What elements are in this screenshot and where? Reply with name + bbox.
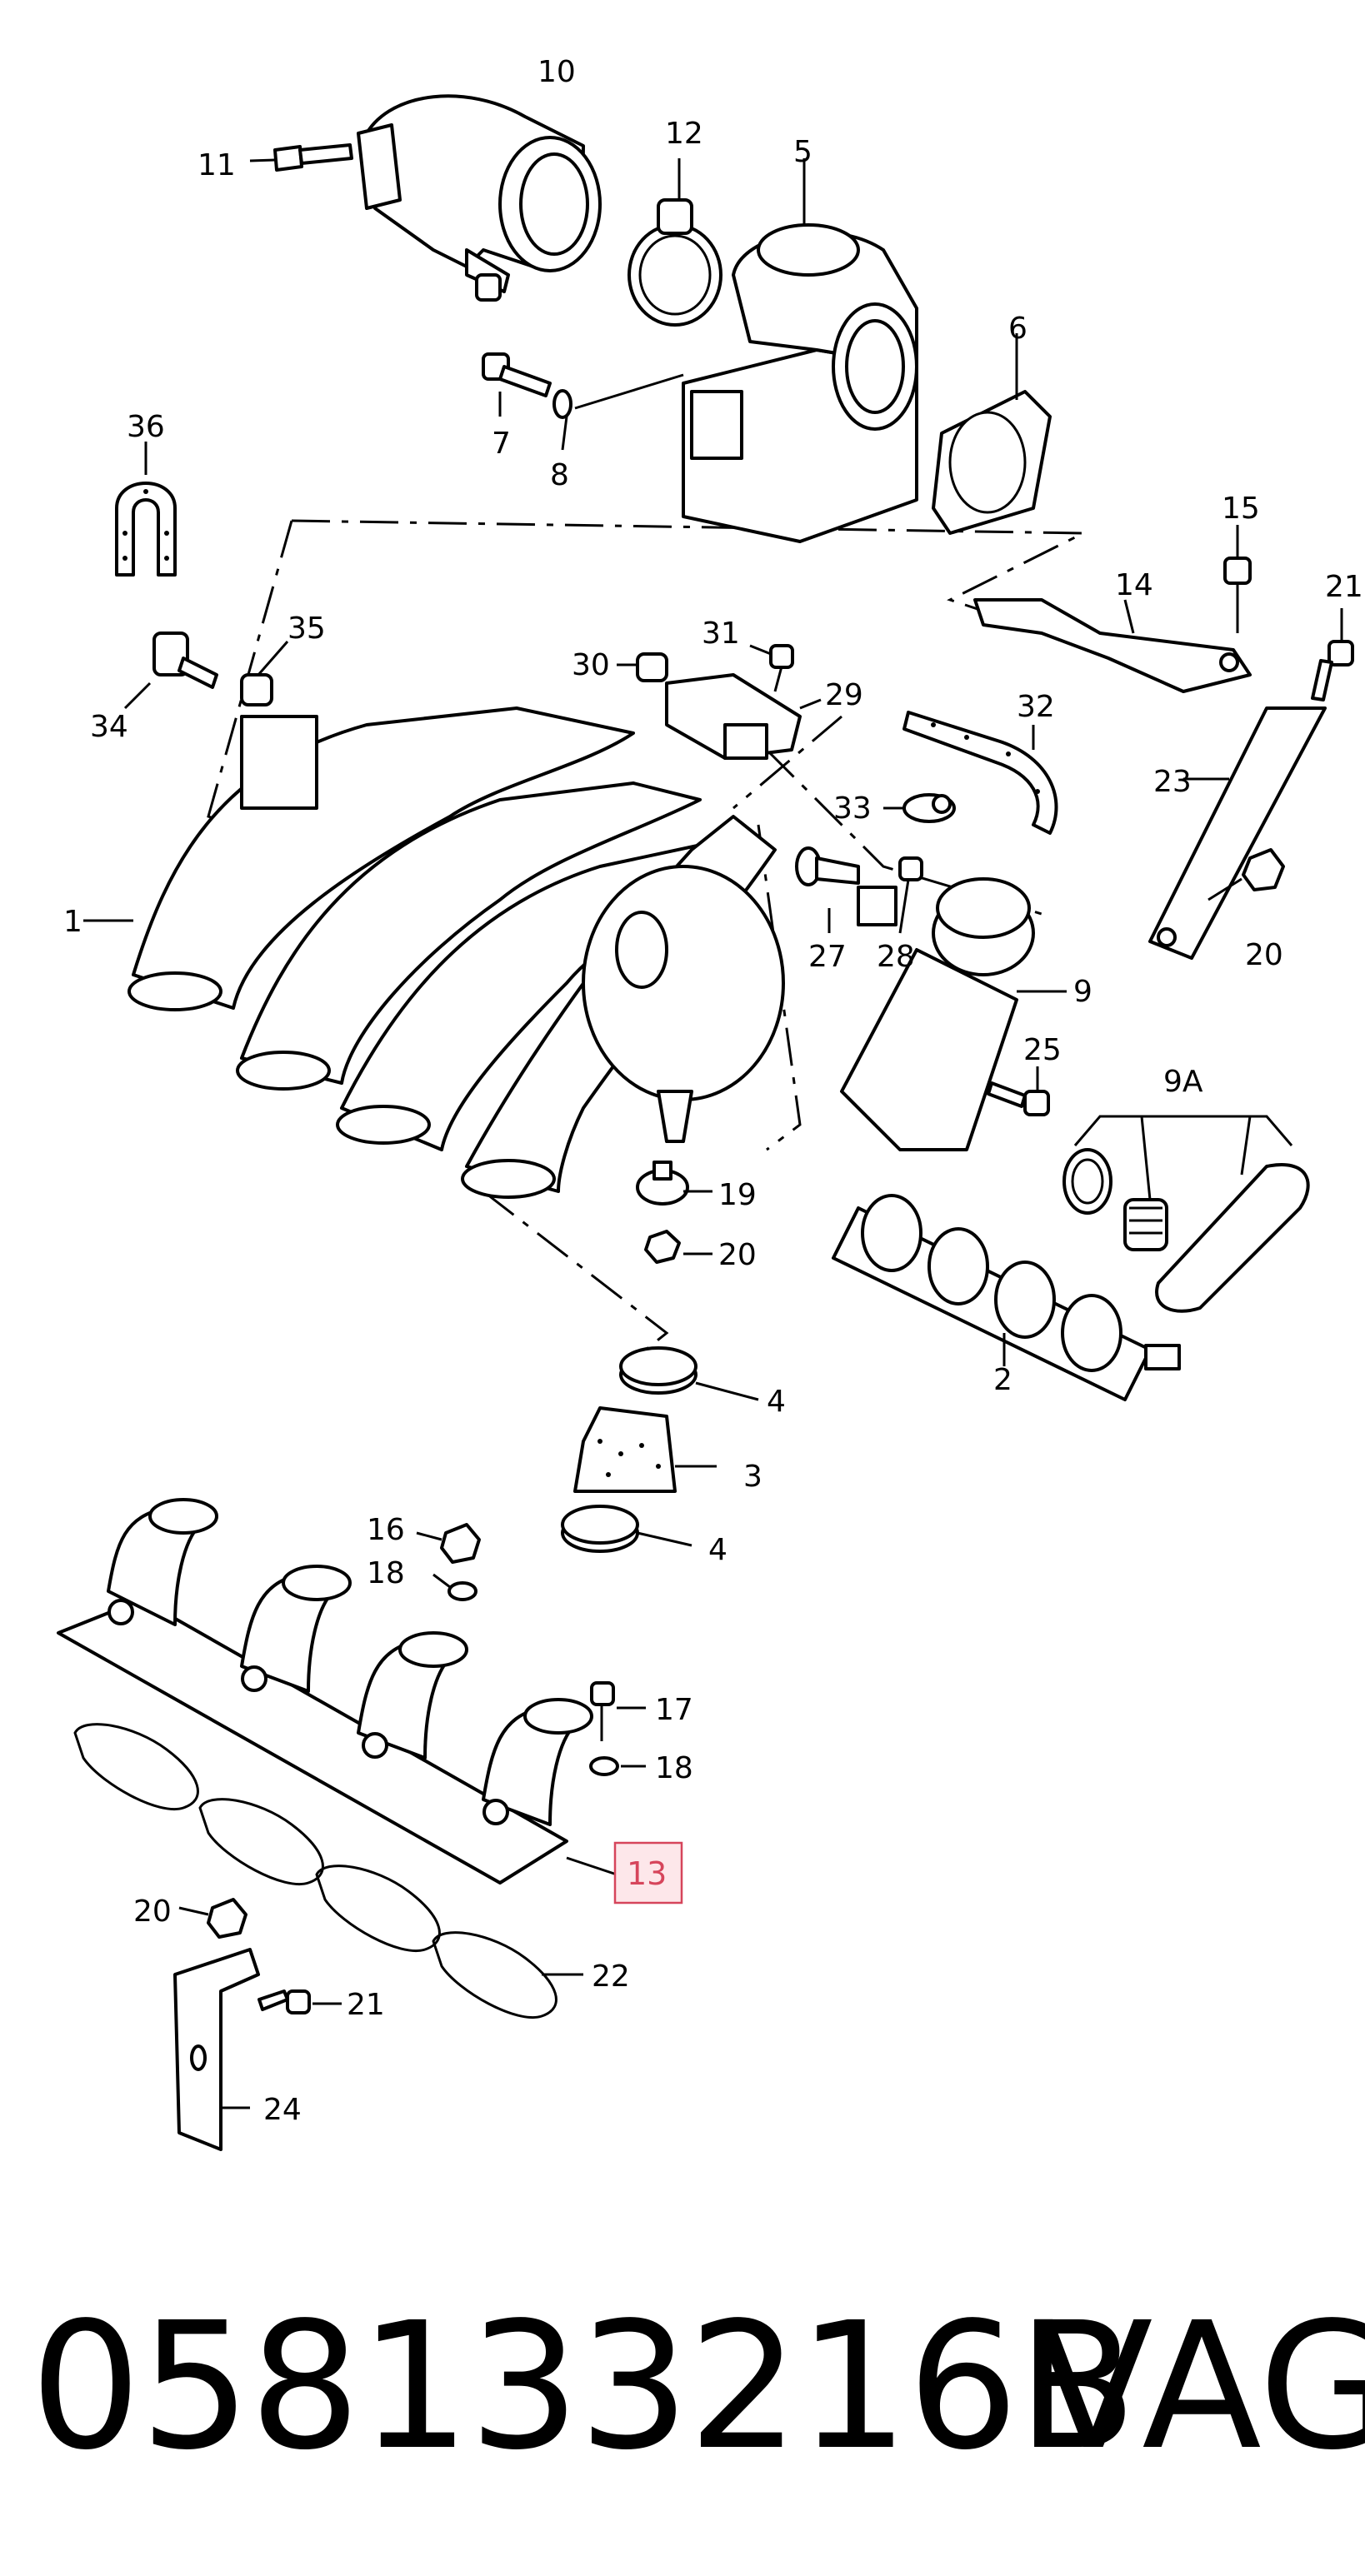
callout-1: 1 (63, 905, 82, 939)
callout-25: 25 (1023, 1033, 1062, 1067)
part-19-mount (636, 1161, 712, 1206)
part-7-screw (482, 352, 552, 417)
callout-4-lower: 4 (708, 1533, 728, 1567)
callout-21-lower: 21 (347, 1988, 385, 2022)
part-2-pipe (832, 1194, 1181, 1401)
callout-19: 19 (718, 1178, 757, 1212)
callout-32: 32 (1017, 690, 1055, 724)
part-1-intake-manifold (83, 706, 785, 1199)
callout-20-mid: 20 (718, 1238, 757, 1272)
callout-15: 15 (1222, 492, 1260, 526)
part-29-sensor (665, 673, 822, 760)
part-13-highlight-box (613, 1841, 683, 1905)
part-21-bolt (1311, 608, 1354, 701)
callout-8: 8 (550, 458, 569, 492)
part-17-bolt (590, 1681, 646, 1741)
brand-label: VAG (1033, 2284, 1365, 2489)
part-10-intake-pipe (357, 94, 602, 302)
part-20-nut-lower (178, 1898, 248, 1939)
callout-14: 14 (1115, 568, 1153, 602)
callout-36: 36 (127, 410, 165, 444)
callout-30: 30 (572, 648, 610, 682)
callout-10: 10 (538, 55, 576, 89)
callout-7: 7 (492, 427, 511, 461)
part-24-bracket (173, 1948, 260, 2151)
callout-18-upper: 18 (367, 1556, 405, 1590)
callout-18-lower: 18 (655, 1751, 693, 1785)
callout-35: 35 (288, 612, 326, 646)
part-25-screw (987, 1066, 1050, 1116)
callout-labels: 10 11 12 5 6 7 8 36 15 21 14 35 31 30 29… (63, 55, 1363, 2127)
part-20-nut-top (1208, 848, 1285, 901)
exploded-parts-diagram: 10 11 12 5 6 7 8 36 15 21 14 35 31 30 29… (57, 55, 1363, 2151)
part-18-washer-lower (589, 1756, 646, 1776)
part-27-sensor (795, 846, 898, 933)
callout-4-upper: 4 (767, 1385, 786, 1419)
callout-27: 27 (808, 940, 847, 974)
callout-23: 23 (1153, 765, 1192, 799)
part-18-washer-upper (432, 1573, 478, 1601)
callout-22: 22 (592, 1959, 630, 1994)
part-23-strut (1148, 706, 1327, 960)
callout-31: 31 (702, 617, 740, 651)
part-8-washer (552, 373, 684, 451)
part-5-throttle-body (682, 158, 918, 543)
callout-5: 5 (793, 135, 812, 169)
callout-29: 29 (825, 678, 863, 712)
part-12-hose-clamp (628, 158, 722, 327)
part-6-gasket (932, 333, 1052, 535)
callout-13: 13 (627, 1855, 667, 1892)
part-31-screw (749, 644, 794, 692)
callout-21: 21 (1325, 570, 1363, 604)
callout-28: 28 (877, 940, 915, 974)
part-3-filter (573, 1406, 717, 1493)
part-16-nut (416, 1523, 481, 1564)
callout-33: 33 (833, 791, 872, 826)
callout-24: 24 (263, 2093, 302, 2127)
part-13-runner-flange (57, 1498, 618, 1885)
callout-16: 16 (367, 1513, 405, 1547)
part-32-hose (902, 711, 1058, 835)
callout-3: 3 (743, 1460, 762, 1494)
part-36-hose (115, 442, 177, 577)
part-34-valve (123, 632, 218, 710)
callout-34: 34 (90, 710, 128, 744)
callout-20: 20 (1245, 938, 1283, 972)
part-33-clip (883, 793, 956, 823)
part-9a-kit (1062, 1115, 1310, 1313)
part-15-bolt (1223, 525, 1252, 633)
callout-9: 9 (1073, 975, 1092, 1009)
part-14-bracket (973, 598, 1252, 693)
part-20-nut-mid (644, 1230, 712, 1264)
part-4-clamp-upper (619, 1346, 759, 1401)
part-21-bolt-lower (258, 1989, 342, 2014)
callout-12: 12 (665, 117, 703, 151)
callout-11: 11 (198, 148, 236, 182)
part-28-screw (898, 856, 923, 934)
part-9-control-valve (840, 877, 1067, 1151)
part-number-label: 058133216B (30, 2284, 1138, 2489)
part-30-plug (617, 652, 668, 682)
callout-6: 6 (1008, 312, 1028, 346)
part-11-bolt (249, 143, 353, 172)
part-22-manifold-gasket (73, 1723, 583, 2019)
callout-20-lower: 20 (133, 1895, 172, 1929)
part-4-clamp-lower (561, 1505, 692, 1553)
callout-2: 2 (993, 1363, 1012, 1397)
callout-17: 17 (655, 1693, 693, 1727)
part-35-cap (240, 641, 289, 706)
callout-9a: 9A (1163, 1065, 1203, 1099)
